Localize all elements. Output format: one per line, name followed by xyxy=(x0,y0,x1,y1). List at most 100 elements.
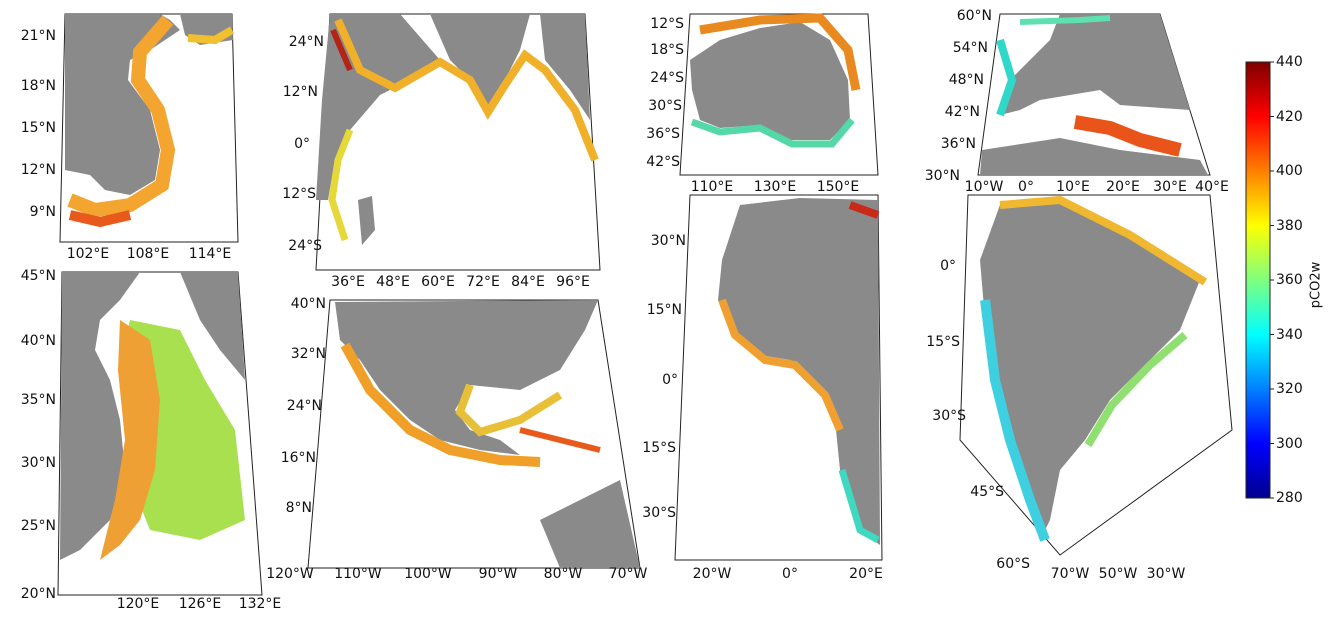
panel-east-china-sea xyxy=(57,271,263,596)
land-mass xyxy=(358,196,375,245)
lon-label: 96°E xyxy=(556,274,590,290)
lon-label: 20°W xyxy=(692,566,732,582)
lon-label: 126°E xyxy=(178,596,222,612)
lat-label: 15°S xyxy=(642,440,676,456)
lat-label: 18°N xyxy=(20,78,56,94)
coastal-pco2-band xyxy=(328,128,354,242)
lat-label: 45°N xyxy=(20,268,56,284)
land-mass xyxy=(980,200,1200,540)
coastal-pco2-band xyxy=(1073,115,1182,157)
lat-label: 16°N xyxy=(280,450,316,466)
lat-label: 15°N xyxy=(646,302,682,318)
coastal-pco2-band xyxy=(996,38,1017,117)
lon-label: 90°W xyxy=(478,566,518,582)
lat-label: 36°S xyxy=(646,126,680,142)
colorbar xyxy=(1245,61,1271,499)
lat-label: 24°S xyxy=(650,70,684,86)
lon-label: 40°E xyxy=(1195,179,1229,195)
lat-label: 42°S xyxy=(646,154,680,170)
lon-label: 110°E xyxy=(690,179,734,195)
land-mass xyxy=(65,14,180,195)
lat-label: 0° xyxy=(662,372,678,388)
lon-label: 150°E xyxy=(816,179,860,195)
lat-label: 60°S xyxy=(996,556,1030,572)
colorbar-tick-label: 340 xyxy=(1276,326,1303,343)
lat-label: 32°N xyxy=(290,346,326,362)
panel-australia xyxy=(679,13,879,176)
lon-label: 48°E xyxy=(376,274,410,290)
lat-label: 24°S xyxy=(288,238,322,254)
lon-label: 120°W xyxy=(266,566,314,582)
lat-label: 18°S xyxy=(650,42,684,58)
lon-label: 100°W xyxy=(404,566,452,582)
coastal-pco2-band xyxy=(1019,15,1111,25)
colorbar-ticks xyxy=(1270,61,1274,499)
colorbar-title: pCO2w xyxy=(1308,261,1324,309)
lat-label: 25°N xyxy=(20,518,56,534)
lat-label: 30°S xyxy=(642,505,676,521)
lat-label: 30°S xyxy=(648,98,682,114)
lon-label: 20°E xyxy=(1106,179,1140,195)
panel-indian-ocean xyxy=(315,13,601,271)
land-mass xyxy=(980,138,1208,175)
lat-label: 12°N xyxy=(20,162,56,178)
land-mass xyxy=(690,22,850,140)
land-mass xyxy=(540,14,590,120)
coastal-pco2-band xyxy=(980,299,1050,542)
lat-label: 12°S xyxy=(282,186,316,202)
lon-label: 36°E xyxy=(331,274,365,290)
colorbar-tick-label: 440 xyxy=(1276,54,1303,70)
coastal-pco2-band xyxy=(519,427,601,453)
lat-label: 35°N xyxy=(20,392,56,408)
land-mass xyxy=(335,300,598,455)
land-mass xyxy=(60,272,140,560)
land-mass xyxy=(1000,14,1190,115)
lon-label: 30°W xyxy=(1146,566,1186,582)
lat-label: 60°N xyxy=(956,8,992,24)
colorbar-tick-label: 380 xyxy=(1276,217,1303,234)
lon-label: 0° xyxy=(782,566,798,582)
lon-label: 108°E xyxy=(126,246,170,262)
lon-label: 132°E xyxy=(238,596,282,612)
coastal-pco2-band xyxy=(999,195,1208,286)
coastal-pco2-band xyxy=(187,26,235,45)
lat-label: 9°N xyxy=(29,204,56,220)
lat-label: 24°N xyxy=(286,398,322,414)
lat-label: 12°S xyxy=(650,16,684,32)
lat-label: 30°S xyxy=(932,408,966,424)
colorbar-tick-label: 420 xyxy=(1276,108,1303,125)
lat-label: 48°N xyxy=(948,72,984,88)
coastal-pco2-band xyxy=(699,13,861,91)
lon-label: 10°W xyxy=(964,179,1004,195)
lat-label: 20°N xyxy=(20,586,56,602)
coastal-pco2-band xyxy=(67,15,176,218)
land-mass xyxy=(430,14,530,110)
sea-pco2-field xyxy=(100,320,160,560)
lat-label: 30°N xyxy=(650,233,686,249)
coastal-pco2-band xyxy=(334,18,599,162)
land-mass xyxy=(540,480,640,568)
lat-label: 24°N xyxy=(288,34,324,50)
lat-label: 54°N xyxy=(952,40,988,56)
land-mass xyxy=(180,272,245,380)
colorbar-tick-label: 360 xyxy=(1276,272,1303,288)
lat-label: 40°N xyxy=(20,333,56,349)
lat-label: 30°N xyxy=(20,455,56,471)
coastal-pco2-band xyxy=(340,342,541,467)
lat-label: 15°S xyxy=(926,334,960,350)
colorbar-tick-label: 320 xyxy=(1276,381,1303,397)
coastal-pco2-band xyxy=(330,28,353,72)
colorbar-tick-label: 400 xyxy=(1276,163,1303,179)
panel-south-america xyxy=(959,194,1233,556)
panel-europe-mediterranean xyxy=(977,13,1211,176)
colorbar-tick-label: 280 xyxy=(1276,490,1303,506)
lon-label: 120°E xyxy=(116,596,160,612)
lat-label: 12°N xyxy=(282,84,318,100)
lat-label: 0° xyxy=(294,136,310,152)
lon-label: 130°E xyxy=(753,179,797,195)
lon-label: 102°E xyxy=(66,246,110,262)
lon-label: 0° xyxy=(1018,179,1034,195)
colorbar-tick-label: 300 xyxy=(1276,435,1303,452)
